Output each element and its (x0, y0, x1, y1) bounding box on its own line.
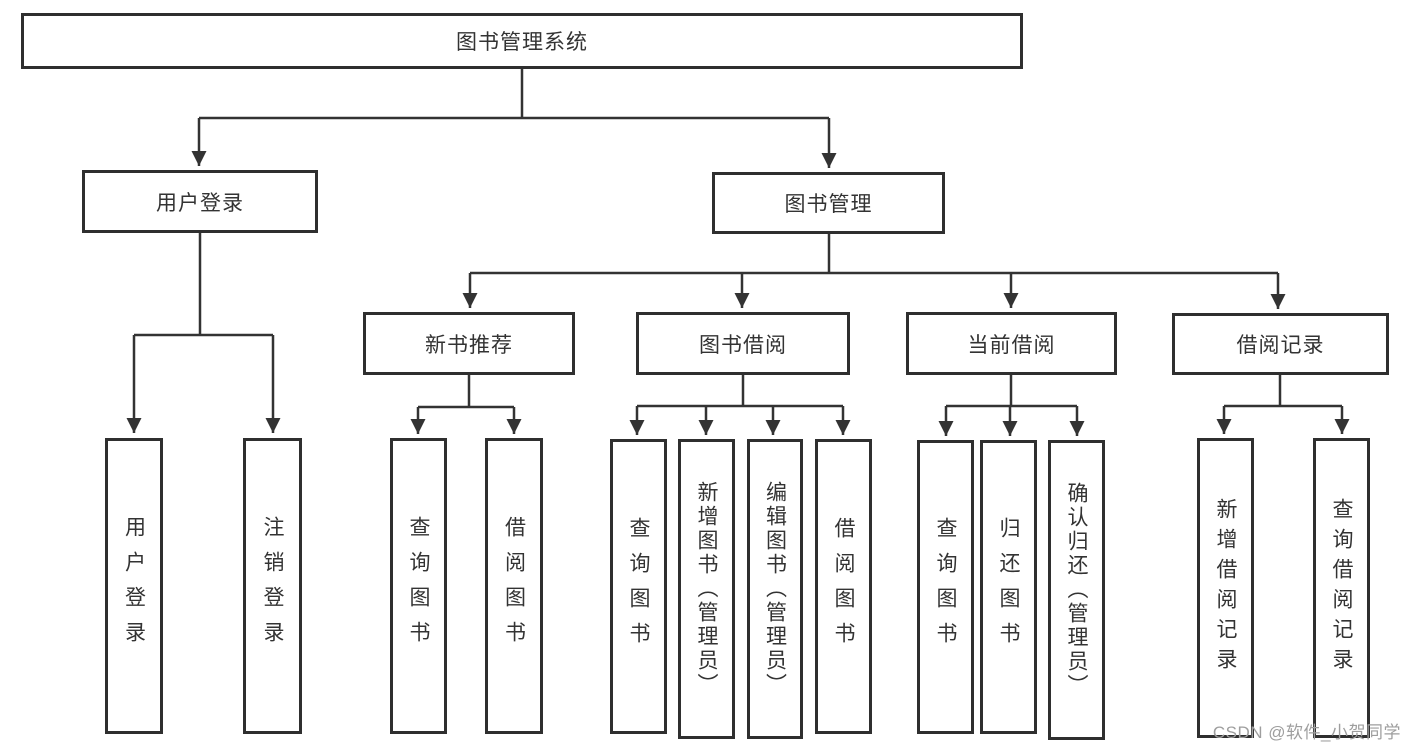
leaf-user-login: 用户登录 (105, 438, 163, 734)
node-label: 用户登录 (156, 191, 244, 215)
node-book-borrow: 图书借阅 (636, 312, 850, 375)
leaf-add-borrow-record: 新增借阅记录 (1197, 438, 1254, 738)
node-label: 查询图书 (934, 517, 957, 657)
node-label: 新增图书（管理员） (695, 481, 718, 697)
node-library-management-system: 图书管理系统 (21, 13, 1023, 69)
node-label: 图书管理 (784, 193, 873, 216)
leaf-logout: 注销登录 (243, 438, 302, 734)
leaf-query-books-recommend: 查询图书 (390, 438, 447, 734)
leaf-return-book: 归还图书 (980, 440, 1037, 734)
node-label: 查询图书 (407, 516, 430, 656)
leaf-confirm-return-admin: 确认归还（管理员） (1048, 440, 1105, 740)
node-borrow-records: 借阅记录 (1172, 313, 1389, 375)
node-label: 借阅图书 (502, 516, 526, 656)
node-label: 注销登录 (261, 516, 284, 656)
node-label: 新增借阅记录 (1214, 498, 1237, 678)
node-label: 借阅记录 (1236, 334, 1325, 357)
leaf-add-book-admin: 新增图书（管理员） (678, 439, 735, 739)
node-current-borrow: 当前借阅 (906, 312, 1117, 375)
leaf-query-books-current: 查询图书 (917, 440, 974, 734)
node-label: 图书借阅 (699, 333, 787, 357)
leaf-borrow-book: 借阅图书 (815, 439, 872, 734)
node-book-management: 图书管理 (712, 172, 945, 234)
leaf-query-books-borrow: 查询图书 (610, 439, 667, 734)
leaf-edit-book-admin: 编辑图书（管理员） (747, 439, 803, 739)
csdn-watermark: CSDN @软件_小贺同学 (1212, 723, 1401, 742)
node-label: 归还图书 (997, 517, 1020, 657)
node-label: 查询借阅记录 (1330, 498, 1353, 678)
node-user-login: 用户登录 (82, 170, 318, 233)
node-label: 图书管理系统 (456, 31, 588, 54)
node-label: 新书推荐 (425, 333, 513, 357)
node-label: 借阅图书 (832, 516, 855, 657)
leaf-borrow-book-recommend: 借阅图书 (485, 438, 543, 734)
node-label: 编辑图书（管理员） (763, 481, 787, 697)
node-label: 查询图书 (627, 516, 650, 657)
node-label: 确认归还（管理员） (1065, 482, 1088, 698)
node-new-book-recommend: 新书推荐 (363, 312, 575, 375)
leaf-query-borrow-record: 查询借阅记录 (1313, 438, 1370, 738)
node-label: 用户登录 (122, 516, 146, 656)
node-label: 当前借阅 (967, 333, 1056, 357)
